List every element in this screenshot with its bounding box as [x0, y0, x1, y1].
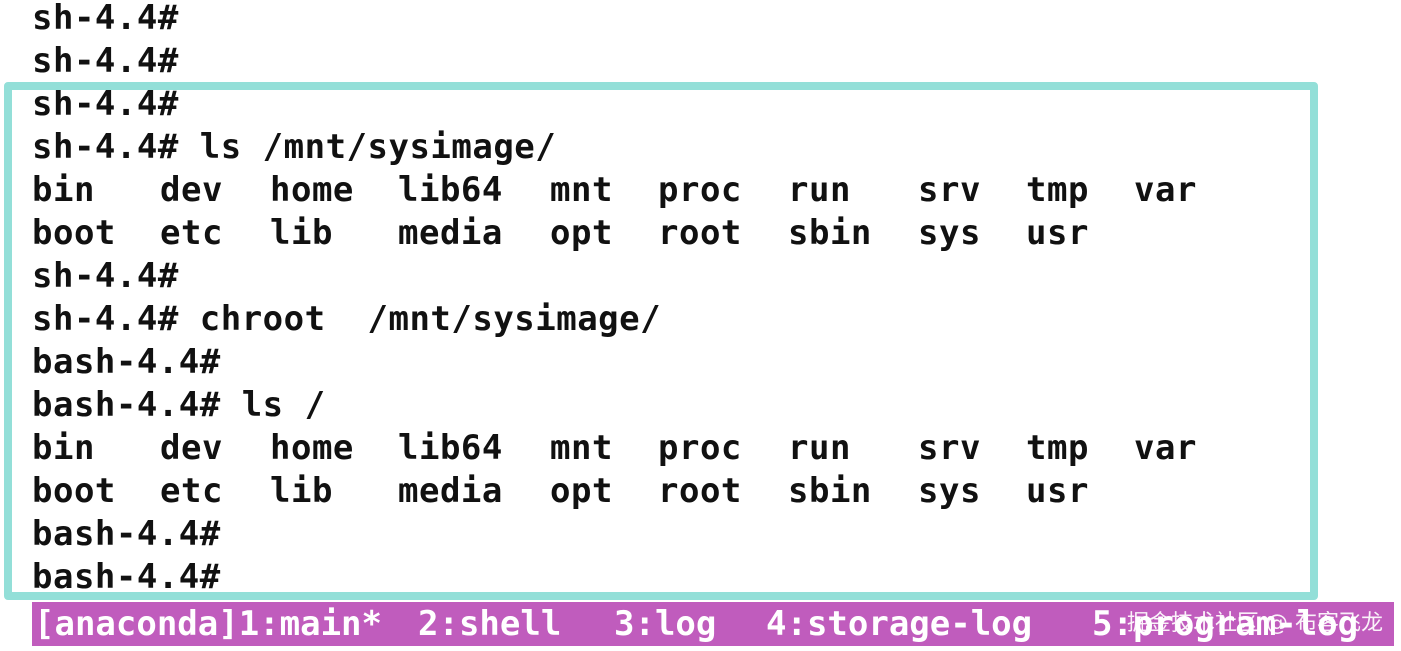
dir-entry: lib64: [398, 428, 503, 468]
status-window-item[interactable]: 3:log: [614, 604, 717, 644]
status-window-item[interactable]: 4:storage-log: [766, 604, 1033, 644]
terminal-line: sh-4.4#: [32, 256, 179, 296]
status-window-item[interactable]: 2:shell: [418, 604, 562, 644]
dir-entry: proc: [658, 428, 742, 468]
terminal-screen[interactable]: sh-4.4#sh-4.4#sh-4.4#sh-4.4# ls /mnt/sys…: [0, 0, 1401, 600]
dir-entry: lib: [270, 471, 333, 511]
dir-entry: home: [270, 428, 354, 468]
dir-entry: lib: [270, 213, 333, 253]
dir-entry: boot: [32, 471, 116, 511]
dir-entry: tmp: [1026, 428, 1089, 468]
terminal-line: sh-4.4# chroot /mnt/sysimage/: [32, 299, 662, 339]
terminal-line: bash-4.4#: [32, 514, 221, 554]
dir-entry: lib64: [398, 170, 503, 210]
dir-entry: dev: [160, 170, 223, 210]
dir-entry: mnt: [550, 170, 613, 210]
dir-entry: media: [398, 471, 503, 511]
dir-entry: dev: [160, 428, 223, 468]
terminal-line: sh-4.4#: [32, 41, 179, 81]
dir-entry: run: [788, 428, 851, 468]
dir-entry: bin: [32, 428, 95, 468]
dir-entry: root: [658, 213, 742, 253]
dir-entry: run: [788, 170, 851, 210]
dir-entry: home: [270, 170, 354, 210]
dir-entry: sbin: [788, 471, 872, 511]
dir-entry: root: [658, 471, 742, 511]
dir-entry: srv: [918, 170, 981, 210]
dir-entry: media: [398, 213, 503, 253]
dir-entry: mnt: [550, 428, 613, 468]
dir-entry: var: [1134, 170, 1197, 210]
dir-entry: sbin: [788, 213, 872, 253]
dir-entry: srv: [918, 428, 981, 468]
watermark: 掘金技术社区 @ 布客飞龙: [1127, 611, 1383, 636]
highlight-box: [4, 82, 1318, 600]
dir-entry: tmp: [1026, 170, 1089, 210]
terminal-line: sh-4.4#: [32, 0, 179, 38]
terminal-line: sh-4.4#: [32, 84, 179, 124]
dir-entry: boot: [32, 213, 116, 253]
dir-entry: opt: [550, 213, 613, 253]
dir-entry: sys: [918, 471, 981, 511]
dir-entry: bin: [32, 170, 95, 210]
dir-entry: sys: [918, 213, 981, 253]
terminal-line: sh-4.4# ls /mnt/sysimage/: [32, 127, 557, 167]
dir-entry: proc: [658, 170, 742, 210]
dir-entry: usr: [1026, 213, 1089, 253]
terminal-line: bash-4.4#: [32, 342, 221, 382]
terminal-line: bash-4.4# ls /: [32, 385, 326, 425]
dir-entry: opt: [550, 471, 613, 511]
dir-entry: etc: [160, 471, 223, 511]
status-window-main[interactable]: [anaconda]1:main*: [34, 604, 382, 644]
status-window-item[interactable]: 5:program-log: [1092, 604, 1359, 644]
terminal-line: bash-4.4#: [32, 557, 221, 597]
dir-entry: var: [1134, 428, 1197, 468]
tmux-status-bar: [anaconda]1:main* 2:shell 3:log 4:storage-l…: [32, 602, 1394, 646]
dir-entry: usr: [1026, 471, 1089, 511]
dir-entry: etc: [160, 213, 223, 253]
